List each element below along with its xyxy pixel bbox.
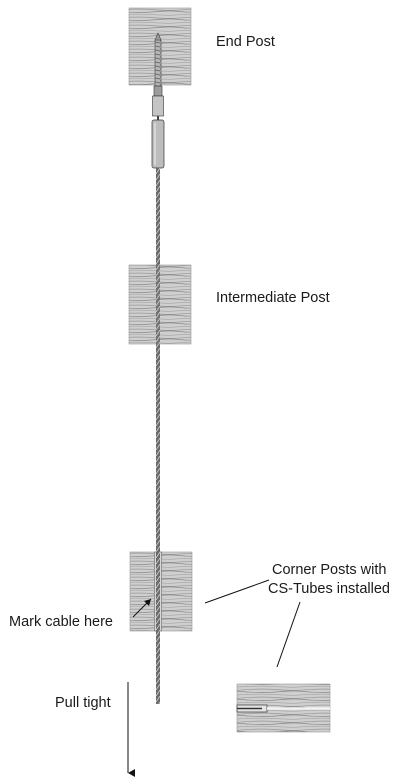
mark-arrowhead <box>144 599 151 606</box>
corner-post-detail <box>236 683 331 733</box>
lag-screw <box>154 32 162 87</box>
end-post-label: End Post <box>216 34 275 50</box>
mark-cable-label: Mark cable here <box>9 614 113 630</box>
pull-tight-label: Pull tight <box>55 695 111 711</box>
swage-connector <box>151 85 165 169</box>
corner-posts-label-line2: CS-Tubes installed <box>268 581 390 597</box>
cable <box>156 168 160 704</box>
corner-detail-leader-line <box>276 601 301 668</box>
intermediate-post-label: Intermediate Post <box>216 290 330 306</box>
corner-posts-label-line1: Corner Posts with <box>272 562 387 578</box>
corner-post-leader-line <box>204 579 270 604</box>
